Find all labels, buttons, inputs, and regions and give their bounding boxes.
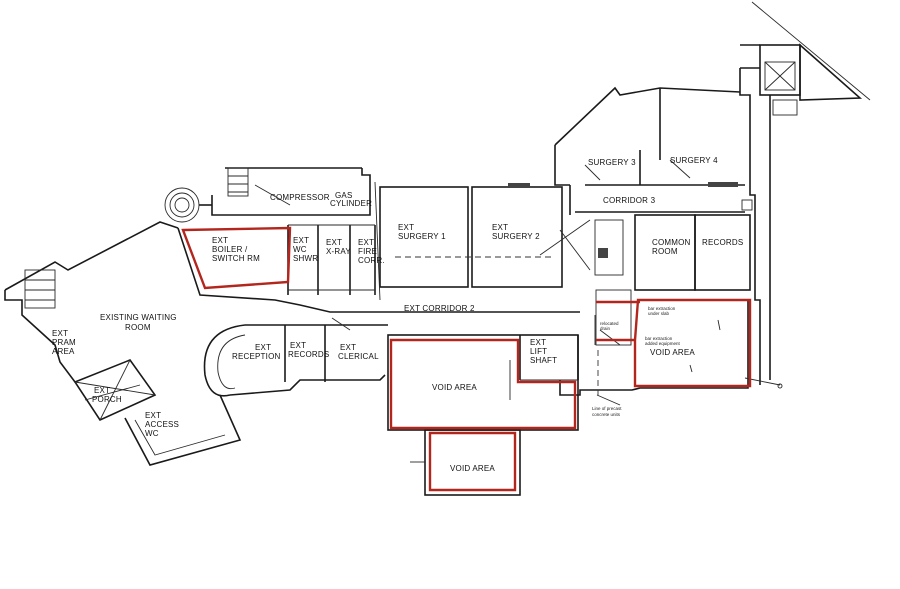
label-void-area-lower: VOID AREA xyxy=(450,464,495,473)
label-corridor-3: CORRIDOR 3 xyxy=(603,196,656,205)
label-surgery-3: SURGERY 3 xyxy=(588,158,636,167)
label-void-area-main: VOID AREA xyxy=(432,383,477,392)
void-area-main-highlight xyxy=(389,338,577,430)
walls xyxy=(4,1,871,496)
label-ext-corridor-2: EXT CORRIDOR 2 xyxy=(404,304,475,313)
void-area-lower-highlight xyxy=(428,431,517,492)
red-highlights xyxy=(181,226,752,492)
void-area-right-highlight xyxy=(633,298,752,388)
label-surgery-4: SURGERY 4 xyxy=(670,156,718,165)
label-compressor: COMPRESSOR xyxy=(270,193,330,202)
label-records: RECORDS xyxy=(702,238,743,247)
boiler-room-highlight xyxy=(181,226,292,290)
label-void-area-right: VOID AREA xyxy=(650,348,695,357)
